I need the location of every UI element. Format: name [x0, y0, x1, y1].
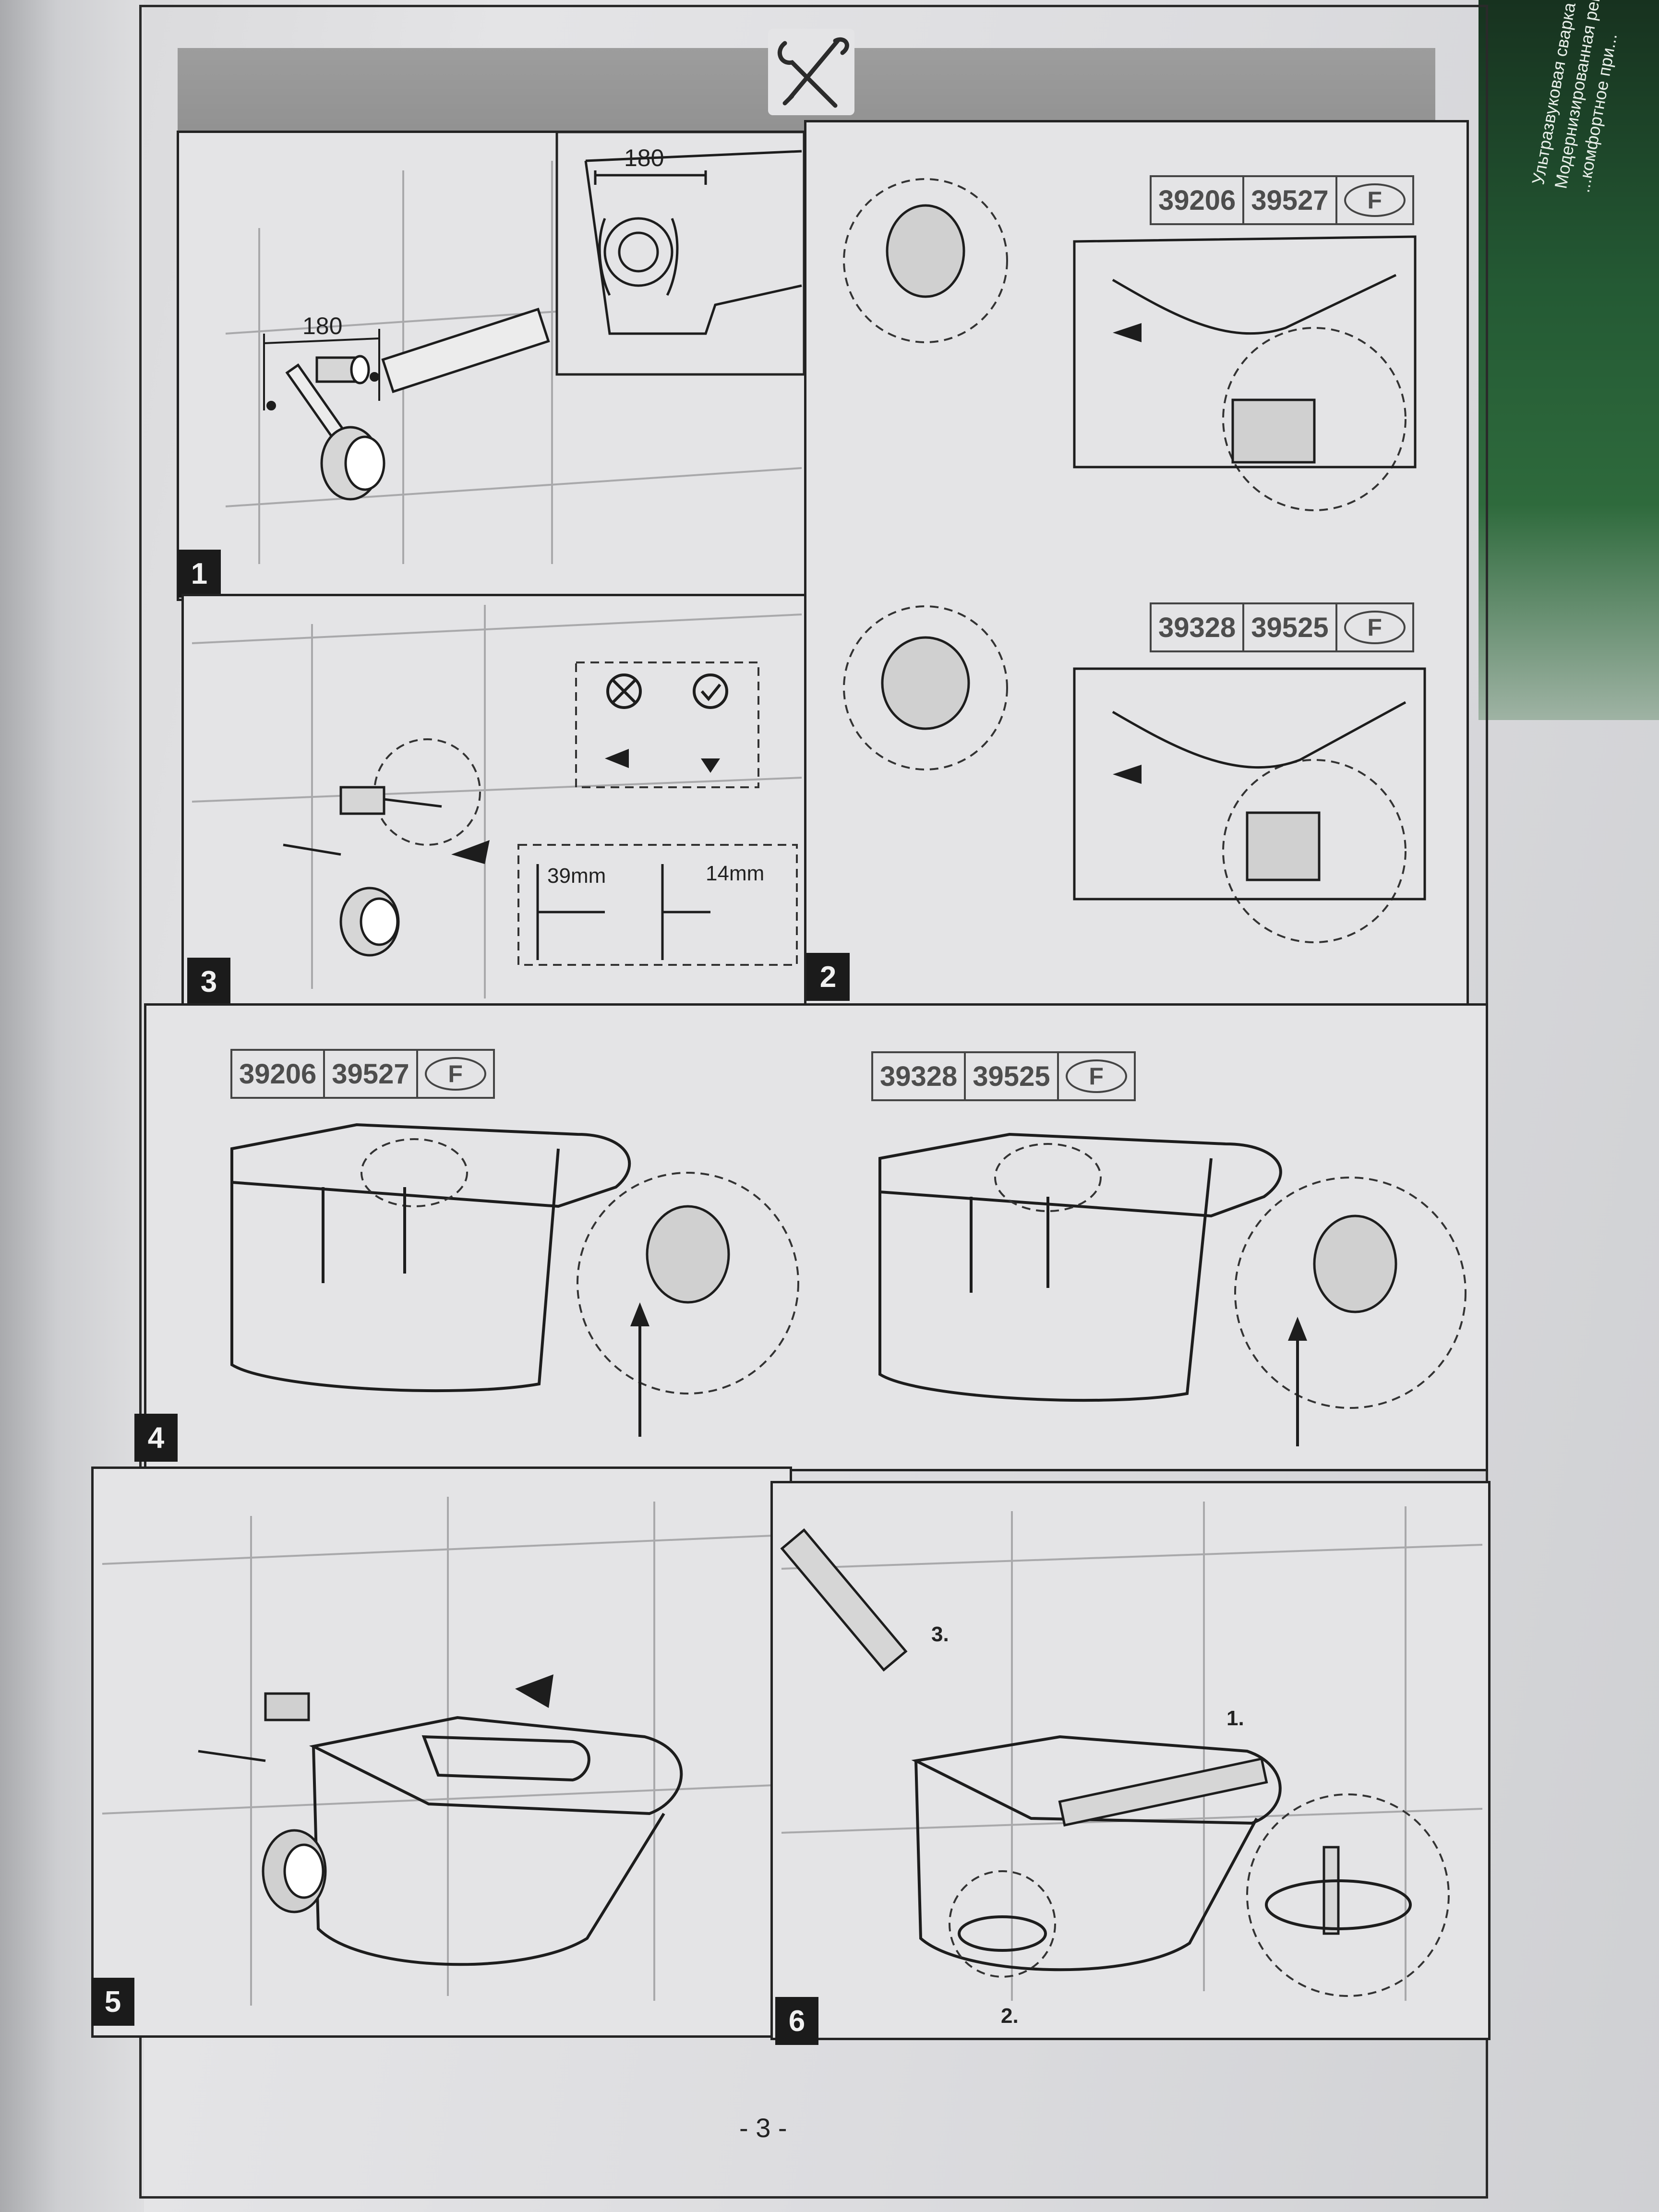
step-3-illustration	[192, 605, 802, 998]
step-1-bowl-dimension: 180	[624, 144, 664, 171]
step-4-model-b-variant: F	[1065, 1059, 1127, 1093]
step-3-panel	[181, 594, 810, 1011]
background-package	[1479, 0, 1659, 720]
step-6-callout-1: 1.	[1226, 1707, 1244, 1730]
step-5-number: 5	[91, 1978, 134, 2026]
model-b-code2: 39525	[1244, 604, 1337, 650]
step-6-illustration	[780, 1502, 1483, 2001]
model-b-code1: 39328	[1152, 604, 1245, 650]
step-2-number: 2	[806, 953, 850, 1001]
model-a-code2: 39527	[1244, 177, 1337, 223]
step-4-model-box-a: 39206 39527 F	[230, 1049, 495, 1099]
step-5-illustration	[102, 1497, 784, 2006]
step-1-illustration	[225, 132, 804, 564]
step-3-dimension-a: 39mm	[547, 864, 606, 888]
step-6-panel	[770, 1481, 1491, 2040]
wrench-screwdriver-icon	[768, 29, 854, 115]
step-2-illustration	[843, 178, 1426, 943]
step-4-model-a-code1: 39206	[232, 1051, 325, 1097]
step-2-model-box-b: 39328 39525 F	[1150, 602, 1414, 652]
step-1-number: 1	[178, 550, 221, 598]
step-4-model-box-b: 39328 39525 F	[871, 1051, 1136, 1101]
model-b-variant: F	[1344, 611, 1406, 644]
step-4-model-b-code2: 39525	[966, 1053, 1059, 1099]
step-4-model-a-code2: 39527	[325, 1051, 418, 1097]
step-4-number: 4	[134, 1414, 178, 1462]
step-6-callout-2: 2.	[1001, 2004, 1019, 2028]
step-6-callout-3: 3.	[931, 1623, 949, 1646]
step-3-dimension-b: 14mm	[706, 862, 765, 885]
step-4-illustration	[230, 1123, 1467, 1446]
step-1-wall-dimension: 180	[302, 313, 343, 339]
step-6-number: 6	[775, 1997, 818, 2045]
step-3-number: 3	[187, 958, 230, 1006]
page-number: - 3 -	[739, 2113, 787, 2143]
step-2-model-box-a: 39206 39527 F	[1150, 175, 1414, 225]
step-4-model-a-variant: F	[424, 1057, 486, 1091]
model-a-code1: 39206	[1152, 177, 1245, 223]
step-4-model-b-code1: 39328	[873, 1053, 966, 1099]
model-a-variant: F	[1344, 183, 1406, 217]
